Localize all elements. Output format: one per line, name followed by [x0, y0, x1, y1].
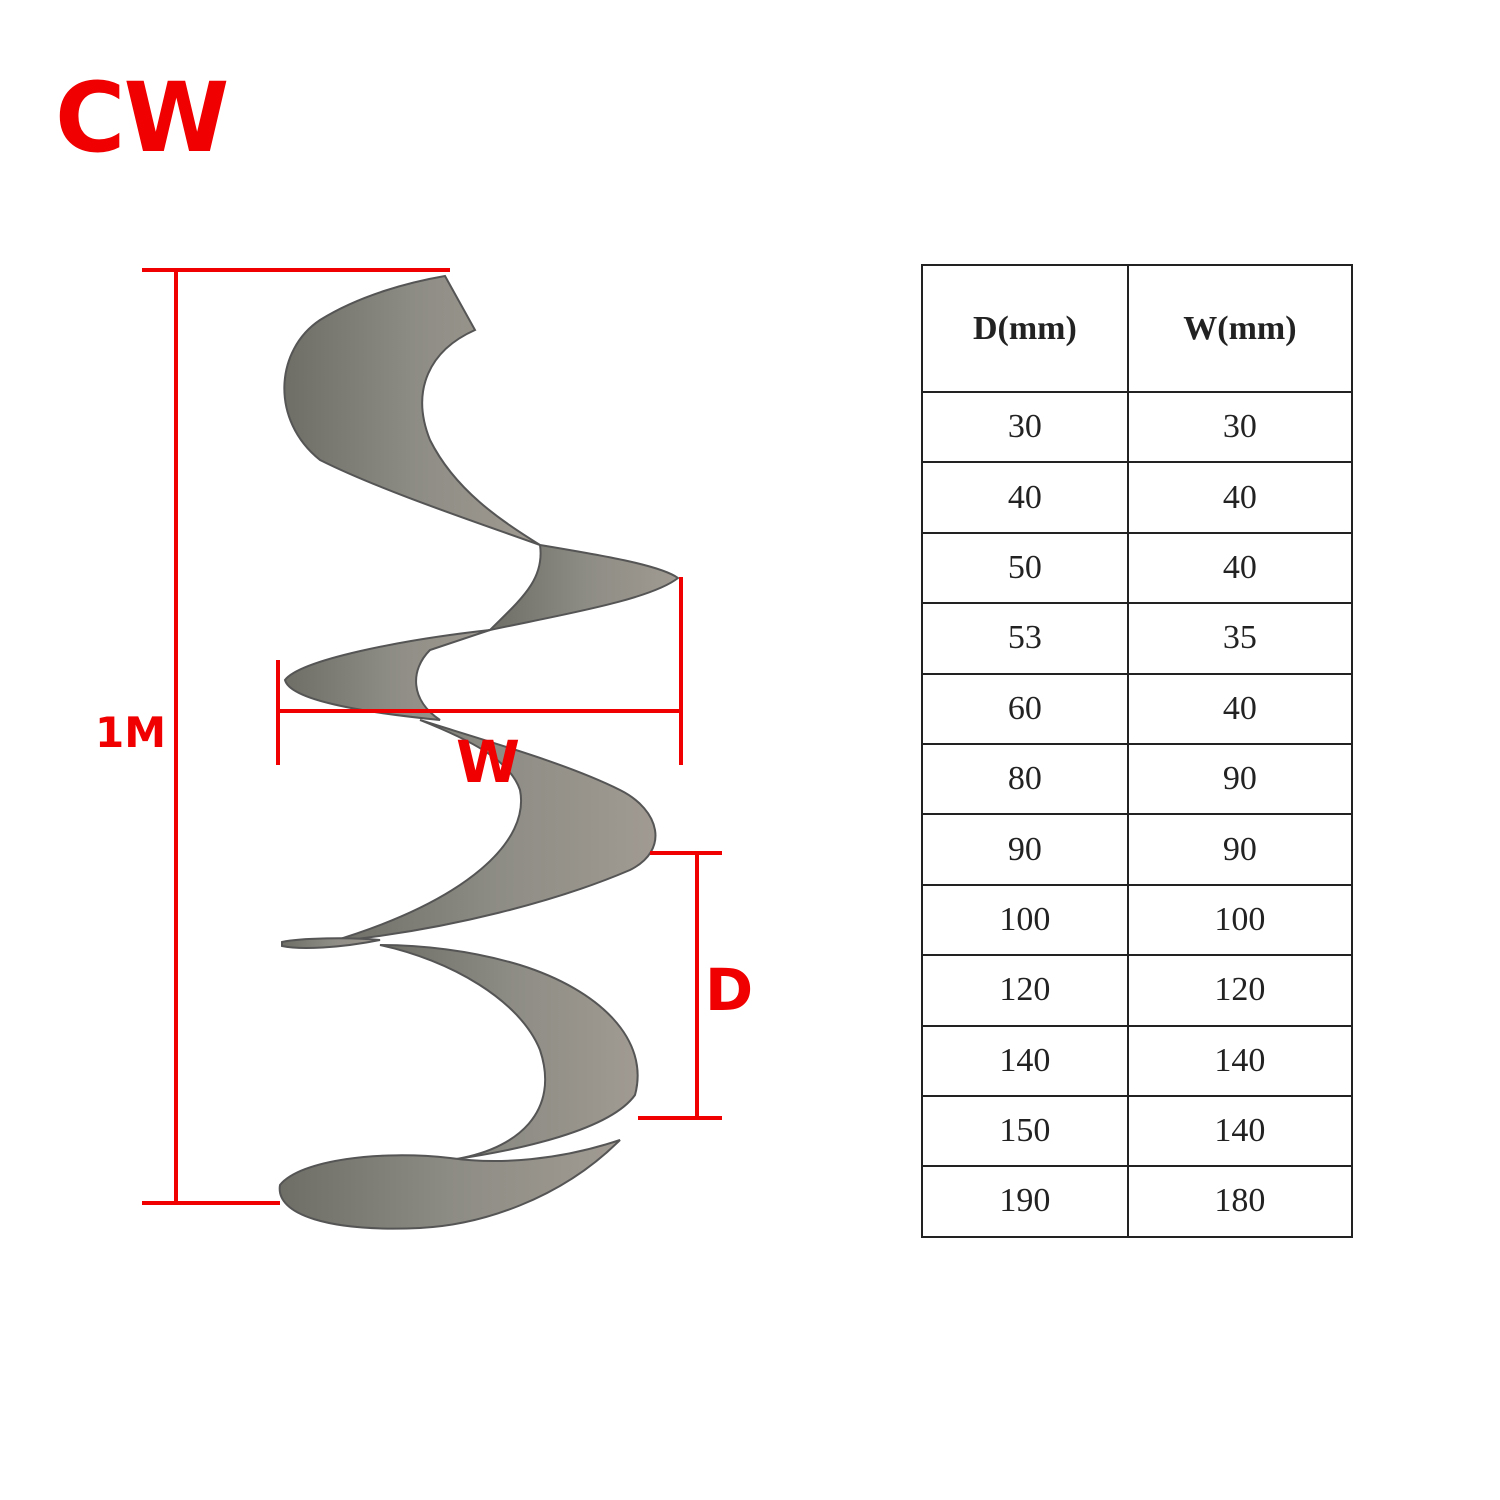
cell-d: 50	[921, 531, 1129, 605]
cell-d: 100	[921, 883, 1129, 957]
cell-d: 90	[921, 813, 1129, 886]
direction-title: CW	[55, 62, 229, 174]
cell-w: 100	[1126, 883, 1354, 957]
cell-d: 30	[921, 390, 1129, 464]
cell-d: 60	[921, 672, 1129, 745]
cell-w: 140	[1126, 1024, 1354, 1097]
dimension-lines	[142, 268, 722, 1205]
cell-w: 180	[1126, 1165, 1354, 1238]
cell-d: 150	[921, 1094, 1129, 1168]
cell-w: 35	[1126, 602, 1354, 675]
cell-d: 120	[921, 954, 1129, 1027]
header-d: D(mm)	[921, 264, 1129, 393]
cell-w: 140	[1126, 1094, 1354, 1168]
cell-w: 30	[1126, 390, 1354, 464]
cell-d: 53	[921, 602, 1129, 675]
cell-d: 140	[921, 1024, 1129, 1097]
header-w: W(mm)	[1126, 264, 1354, 393]
cell-w: 40	[1126, 461, 1354, 534]
width-label: W	[456, 728, 520, 796]
cell-w: 90	[1126, 813, 1354, 886]
spiral-flight-image	[278, 274, 680, 1230]
cell-d: 40	[921, 461, 1129, 534]
cell-w: 120	[1126, 954, 1354, 1027]
cell-w: 40	[1126, 531, 1354, 605]
cell-d: 190	[921, 1165, 1129, 1238]
length-label: 1M	[95, 708, 167, 757]
diameter-label: D	[705, 956, 754, 1024]
cell-w: 90	[1126, 742, 1354, 816]
cell-d: 80	[921, 742, 1129, 816]
cell-w: 40	[1126, 672, 1354, 745]
table-header-row: D(mm) W(mm)	[921, 264, 1354, 393]
